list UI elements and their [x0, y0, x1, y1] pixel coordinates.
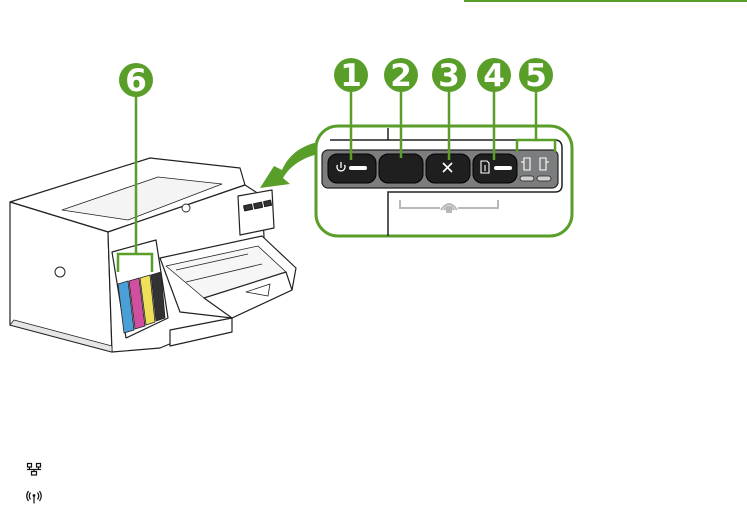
callout-badge-2: 2 — [384, 58, 418, 94]
callout-badge-1: 1 — [334, 58, 368, 94]
wireless-signal-icon — [26, 490, 42, 504]
callout-number-6: 6 — [125, 63, 147, 99]
resume-led — [494, 166, 512, 170]
power-led — [349, 166, 367, 170]
callout-number-2: 2 — [390, 58, 412, 94]
callout-number-4: 4 — [483, 58, 505, 94]
control-panel-callout — [316, 126, 572, 236]
callout-badge-5: 5 — [519, 58, 553, 94]
callout-badge-4: 4 — [477, 58, 511, 94]
callout-badge-6: 6 — [119, 63, 153, 99]
callout-number-3: 3 — [438, 58, 460, 94]
ink-led-left — [520, 176, 534, 181]
callout-number-1: 1 — [340, 58, 362, 94]
ink-led-right — [537, 176, 551, 181]
network-icon — [26, 462, 42, 476]
zoom-arrow — [260, 142, 318, 188]
wireless-icon-base — [446, 206, 452, 213]
callout-number-5: 5 — [525, 58, 547, 94]
callout-badge-3: 3 — [432, 58, 466, 94]
